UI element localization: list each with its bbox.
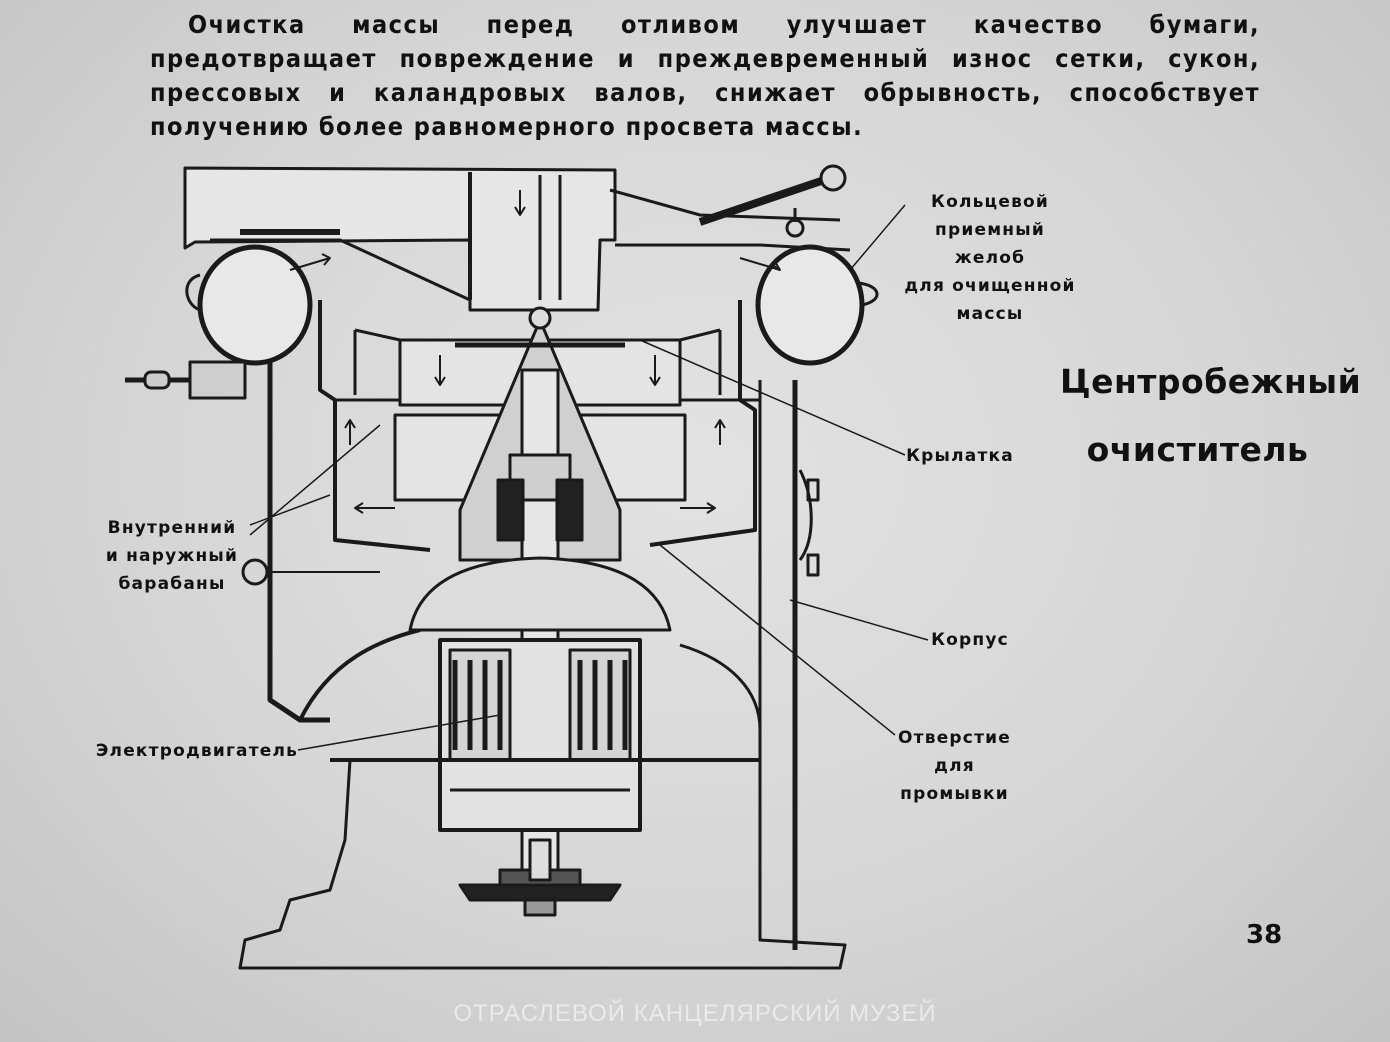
label-motor: Электродвигатель bbox=[95, 741, 299, 761]
page-number: 38 bbox=[1246, 920, 1283, 950]
label-ring-trough-line: желоб bbox=[954, 248, 1026, 268]
base-pulley bbox=[458, 838, 622, 917]
left-fittings bbox=[125, 360, 380, 586]
label-housing: Корпус bbox=[931, 630, 1009, 650]
diagram-title-line1: Центробежный bbox=[1060, 362, 1362, 401]
label-ring-trough-line: Кольцевой bbox=[930, 192, 1050, 212]
label-ring-trough-line: приемный bbox=[935, 220, 1045, 240]
label-drums-line: барабаны bbox=[118, 574, 226, 594]
label-wash-hole-line: для bbox=[934, 756, 975, 776]
label-drums-line: Внутренний bbox=[107, 518, 237, 538]
label-wash-hole: Отверстие для промывки bbox=[892, 724, 1017, 808]
label-ring-trough: Кольцевой приемный желоб для очищенной м… bbox=[900, 188, 1080, 328]
watermark: ОТРАСЛЕВОЙ КАНЦЕЛЯРСКИЙ МУЗЕЙ bbox=[453, 1000, 937, 1027]
right-bracket bbox=[798, 469, 820, 577]
lever bbox=[698, 164, 847, 238]
diagram-title-line2: очиститель bbox=[1086, 430, 1309, 469]
outer-housing bbox=[238, 360, 847, 970]
label-wash-hole-line: промывки bbox=[900, 784, 1009, 804]
label-drums: Внутренний и наружный барабаны bbox=[92, 514, 252, 598]
leader-lines bbox=[249, 204, 929, 751]
label-ring-trough-line: для очищенной bbox=[904, 276, 1076, 296]
flow-arrows bbox=[289, 190, 781, 514]
label-ring-trough-line: массы bbox=[956, 304, 1024, 324]
intro-paragraph: Очистка массы перед отливом улучшает кач… bbox=[150, 10, 1260, 141]
label-wash-hole-line: Отверстие bbox=[898, 728, 1011, 748]
label-impeller: Крылатка bbox=[906, 446, 1014, 466]
label-drums-line: и наружный bbox=[105, 546, 239, 566]
bell-housing bbox=[408, 556, 672, 632]
right-ring-trough bbox=[615, 243, 879, 366]
left-ring-trough bbox=[185, 229, 471, 366]
electric-motor bbox=[330, 638, 760, 832]
